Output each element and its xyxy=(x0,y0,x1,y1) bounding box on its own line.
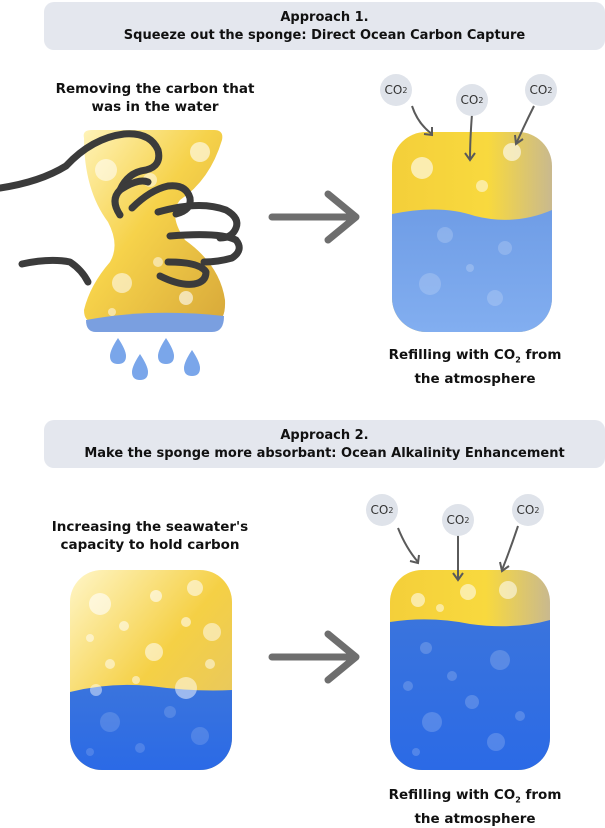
approach-1-banner: Approach 1. Squeeze out the sponge: Dire… xyxy=(44,2,605,50)
co2-arrows-1 xyxy=(411,105,535,162)
caption-refilling-2: Refilling with CO2 from the atmosphere xyxy=(388,787,562,827)
refilled-sponge-1 xyxy=(392,132,552,332)
right-arrow-icon xyxy=(268,190,360,244)
approach-1-subtitle: Squeeze out the sponge: Direct Ocean Car… xyxy=(123,28,526,43)
co2-arrows-2 xyxy=(397,525,519,582)
refilled-sponge-2 xyxy=(390,570,550,770)
approach-2-subtitle: Make the sponge more absorbant: Ocean Al… xyxy=(84,446,565,461)
approach-2-title: Approach 2. xyxy=(280,428,369,443)
caption-increasing-capacity: Increasing the seawater's capacity to ho… xyxy=(51,519,249,553)
squeezed-sponge xyxy=(83,130,226,332)
hand-icon xyxy=(0,130,243,288)
alkaline-sponge xyxy=(70,570,232,770)
caption-refilling-1: Refilling with CO2 from the atmosphere xyxy=(388,347,562,387)
caption-removing-carbon: Removing the carbon that was in the wate… xyxy=(55,81,255,115)
approach-2-banner: Approach 2. Make the sponge more absorba… xyxy=(44,420,605,468)
water-drops xyxy=(110,338,200,380)
approach-1-title: Approach 1. xyxy=(280,10,369,25)
right-arrow-icon xyxy=(268,630,360,684)
